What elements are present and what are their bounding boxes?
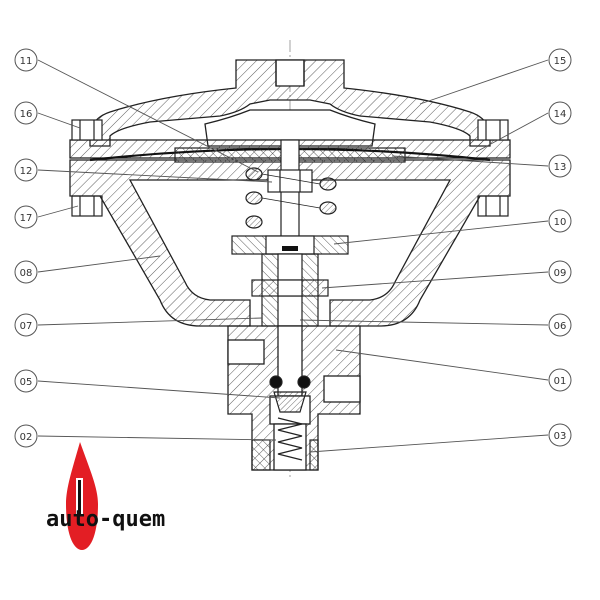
callout-13: 13 — [548, 154, 572, 178]
valve-plug — [269, 375, 311, 413]
callout-label: 17 — [20, 213, 33, 224]
callout-17: 17 — [14, 205, 38, 229]
callout-02: 02 — [14, 424, 38, 448]
callout-label: 07 — [20, 321, 33, 332]
return-spring — [277, 417, 303, 461]
stem-nut — [267, 169, 313, 193]
callout-label: 13 — [554, 162, 567, 173]
callout-label: 08 — [20, 268, 33, 279]
callout-label: 11 — [20, 56, 33, 67]
callout-label: 12 — [20, 166, 33, 177]
callout-12: 12 — [14, 158, 38, 182]
callout-08: 08 — [14, 260, 38, 284]
callout-11: 11 — [14, 48, 38, 72]
callout-label: 01 — [554, 376, 567, 387]
bolts — [71, 119, 509, 217]
callout-label: 16 — [20, 109, 33, 120]
spring-seat — [231, 235, 349, 255]
main-spring — [245, 167, 337, 229]
callout-label: 10 — [554, 217, 567, 228]
callout-01: 01 — [548, 368, 572, 392]
callout-09: 09 — [548, 260, 572, 284]
callout-label: 05 — [20, 377, 33, 388]
callout-label: 06 — [554, 321, 567, 332]
callout-label: 03 — [554, 431, 567, 442]
callout-label: 14 — [554, 109, 567, 120]
callout-03: 03 — [548, 423, 572, 447]
guide-bushing — [251, 253, 329, 327]
callout-06: 06 — [548, 313, 572, 337]
callout-15: 15 — [548, 48, 572, 72]
callout-label: 02 — [20, 432, 33, 443]
lower-housing — [69, 159, 511, 327]
top-cover — [89, 59, 491, 147]
callout-label: 15 — [554, 56, 567, 67]
callout-label: 09 — [554, 268, 567, 279]
logo-text: auto-quem — [46, 507, 165, 532]
callout-16: 16 — [14, 101, 38, 125]
callout-10: 10 — [548, 209, 572, 233]
auto-quem-logo: auto-quem — [46, 442, 165, 550]
callout-05: 05 — [14, 369, 38, 393]
callout-14: 14 — [548, 101, 572, 125]
leader-lines — [37, 59, 549, 453]
callout-07: 07 — [14, 313, 38, 337]
